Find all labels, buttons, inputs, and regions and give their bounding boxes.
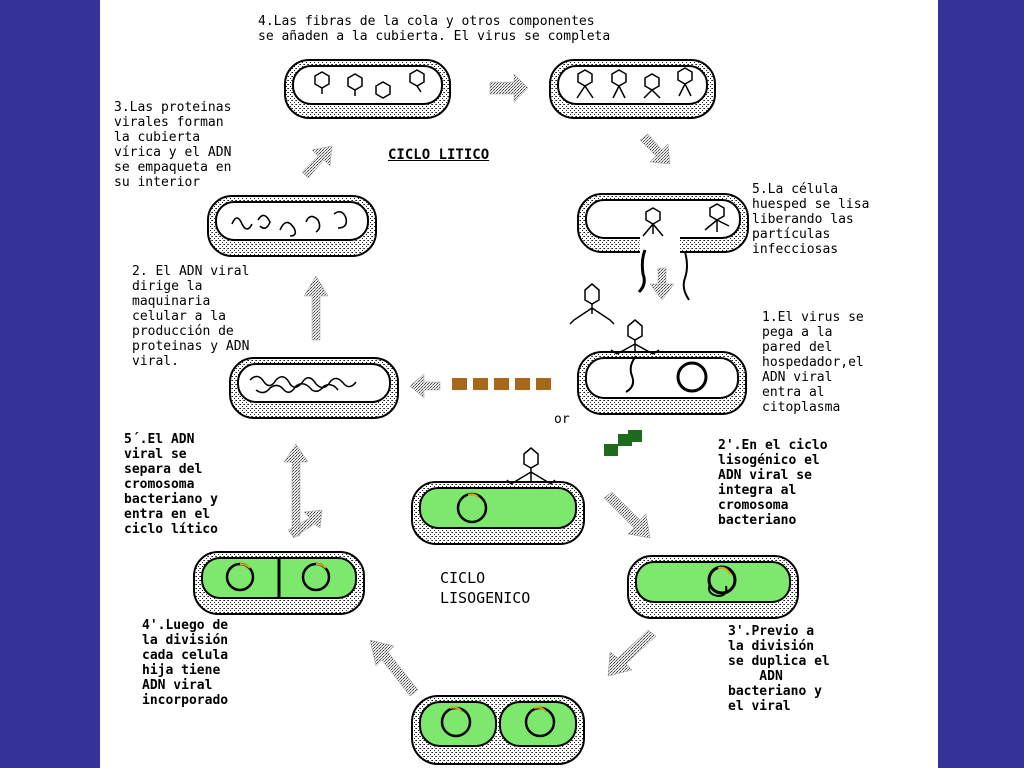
arrow-step3p <box>607 629 657 677</box>
lytic-cell-assembled-left <box>284 59 451 119</box>
lysogenic-cycle-title: CICLO LISOGENICO <box>440 569 531 607</box>
lysogenic-step4p-label: 4'.Luego de la división cada celula hija… <box>142 618 229 708</box>
arrow-step4 <box>489 73 529 103</box>
lifecycle-diagram <box>193 59 799 765</box>
lytic-cell-assembled-right <box>549 59 716 119</box>
lytic-step1-label: 1.El virus se pega a la pared del hosped… <box>762 310 864 415</box>
lysogenic-cell-integrated <box>411 447 585 545</box>
lytic-step2-label: 2. El ADN viral dirige la maquinaria cel… <box>132 264 250 369</box>
arrow-step5p <box>283 443 309 537</box>
or-label: or <box>554 412 570 427</box>
lysogenic-cell-dividing <box>411 695 585 765</box>
lysogenic-cell-duplicating <box>627 555 799 619</box>
lytic-link-dashes <box>452 378 551 390</box>
lytic-cell-replicating <box>229 357 399 419</box>
lysogenic-link-dashes <box>604 430 642 456</box>
lysogenic-step3p-label: 3'.Previo a la división se duplica el AD… <box>728 624 830 714</box>
arrow-lysis-down <box>649 267 675 301</box>
lysogenic-step2p-label: 2'.En el ciclo lisogénico el ADN viral s… <box>718 438 828 528</box>
arrow-to-lysis <box>639 133 671 165</box>
lytic-step4-label: 4.Las fibras de la cola y otros componen… <box>258 14 611 44</box>
arrow-step4p <box>369 639 419 697</box>
slide: 4.Las fibras de la cola y otros componen… <box>100 0 938 768</box>
lytic-cell-packaging <box>207 195 377 257</box>
lysogenic-step5p-label: 5´.El ADN viral se separa del cromosoma … <box>124 432 218 537</box>
arrow-step1 <box>409 373 441 399</box>
lytic-step3-label: 3.Las proteinas virales forman la cubier… <box>114 100 232 190</box>
lytic-cycle-title: CICLO LITICO <box>388 147 490 163</box>
lysogenic-cell-dividing-pair <box>193 551 365 615</box>
arrow-step2 <box>303 275 329 341</box>
arrow-step3 <box>301 145 333 179</box>
lytic-step5-label: 5.La célula huesped se lisa liberando la… <box>752 182 870 257</box>
lytic-cell-lysing <box>577 193 749 301</box>
lytic-cell-infected <box>569 283 747 415</box>
arrow-step2p <box>603 491 651 539</box>
